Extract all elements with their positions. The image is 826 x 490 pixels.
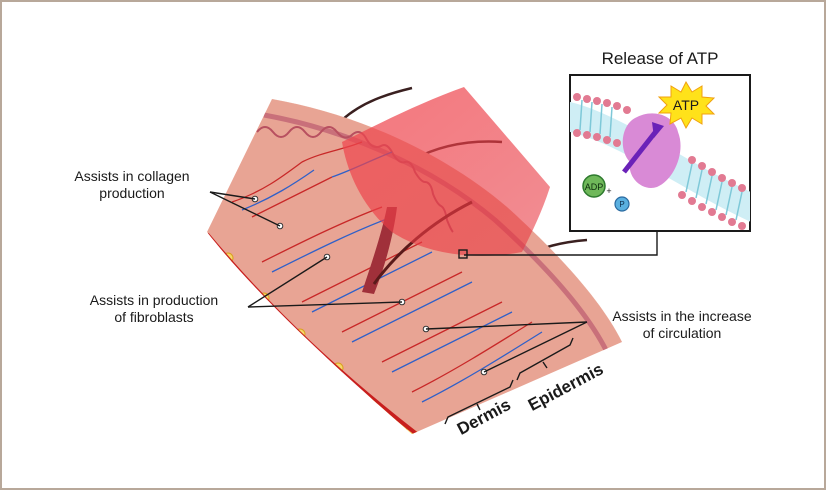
phosphate-label: P <box>619 200 624 209</box>
leader-line <box>247 256 328 308</box>
atp-burst-star <box>657 80 716 130</box>
circulation-label-line-1: Assists in the increase <box>612 308 752 324</box>
fibroblasts-label-line-2: of fibroblasts <box>114 309 194 325</box>
circulation-label-line-2: of circulation <box>642 325 722 341</box>
light-beam <box>342 87 550 256</box>
fibroblasts-label-line-1: Assists in production <box>89 292 219 308</box>
fibroblasts-label: Assists in production of fibroblasts <box>64 292 244 326</box>
atp-label: ATP <box>673 97 699 113</box>
plus-sign: + <box>606 186 611 196</box>
hair-strand <box>341 86 413 121</box>
inset-connector <box>464 230 658 256</box>
epidermis-bracket <box>516 337 574 381</box>
collagen-label: Assists in collagen production <box>52 168 212 202</box>
leader-line <box>483 321 588 373</box>
atp-inset-panel: ADP + P ATP <box>569 74 751 232</box>
collagen-label-line-2: production <box>99 185 165 201</box>
phosphate-molecule <box>614 196 630 212</box>
membrane-tails <box>579 99 743 221</box>
circulation-label: Assists in the increase of circulation <box>592 308 772 342</box>
atp-synthase-enzyme <box>622 113 681 188</box>
adp-label: ADP <box>585 182 604 192</box>
leader-line <box>209 191 281 227</box>
adp-molecule <box>582 174 606 198</box>
collagen-label-line-1: Assists in collagen <box>74 168 190 184</box>
zoom-marker <box>458 249 468 259</box>
leader-line <box>209 191 256 200</box>
direction-arrowhead <box>652 122 664 138</box>
direction-arrow <box>622 128 659 174</box>
dermis-bracket <box>444 379 514 425</box>
inset-title: Release of ATP <box>601 49 719 68</box>
leader-line <box>425 321 588 330</box>
leader-lines <box>209 191 658 373</box>
leader-line <box>247 301 403 308</box>
epidermis-bracket-tick <box>542 361 548 369</box>
layer-brackets <box>444 337 574 425</box>
dermis-bracket-tick <box>476 403 481 411</box>
membrane-heads <box>573 93 746 230</box>
